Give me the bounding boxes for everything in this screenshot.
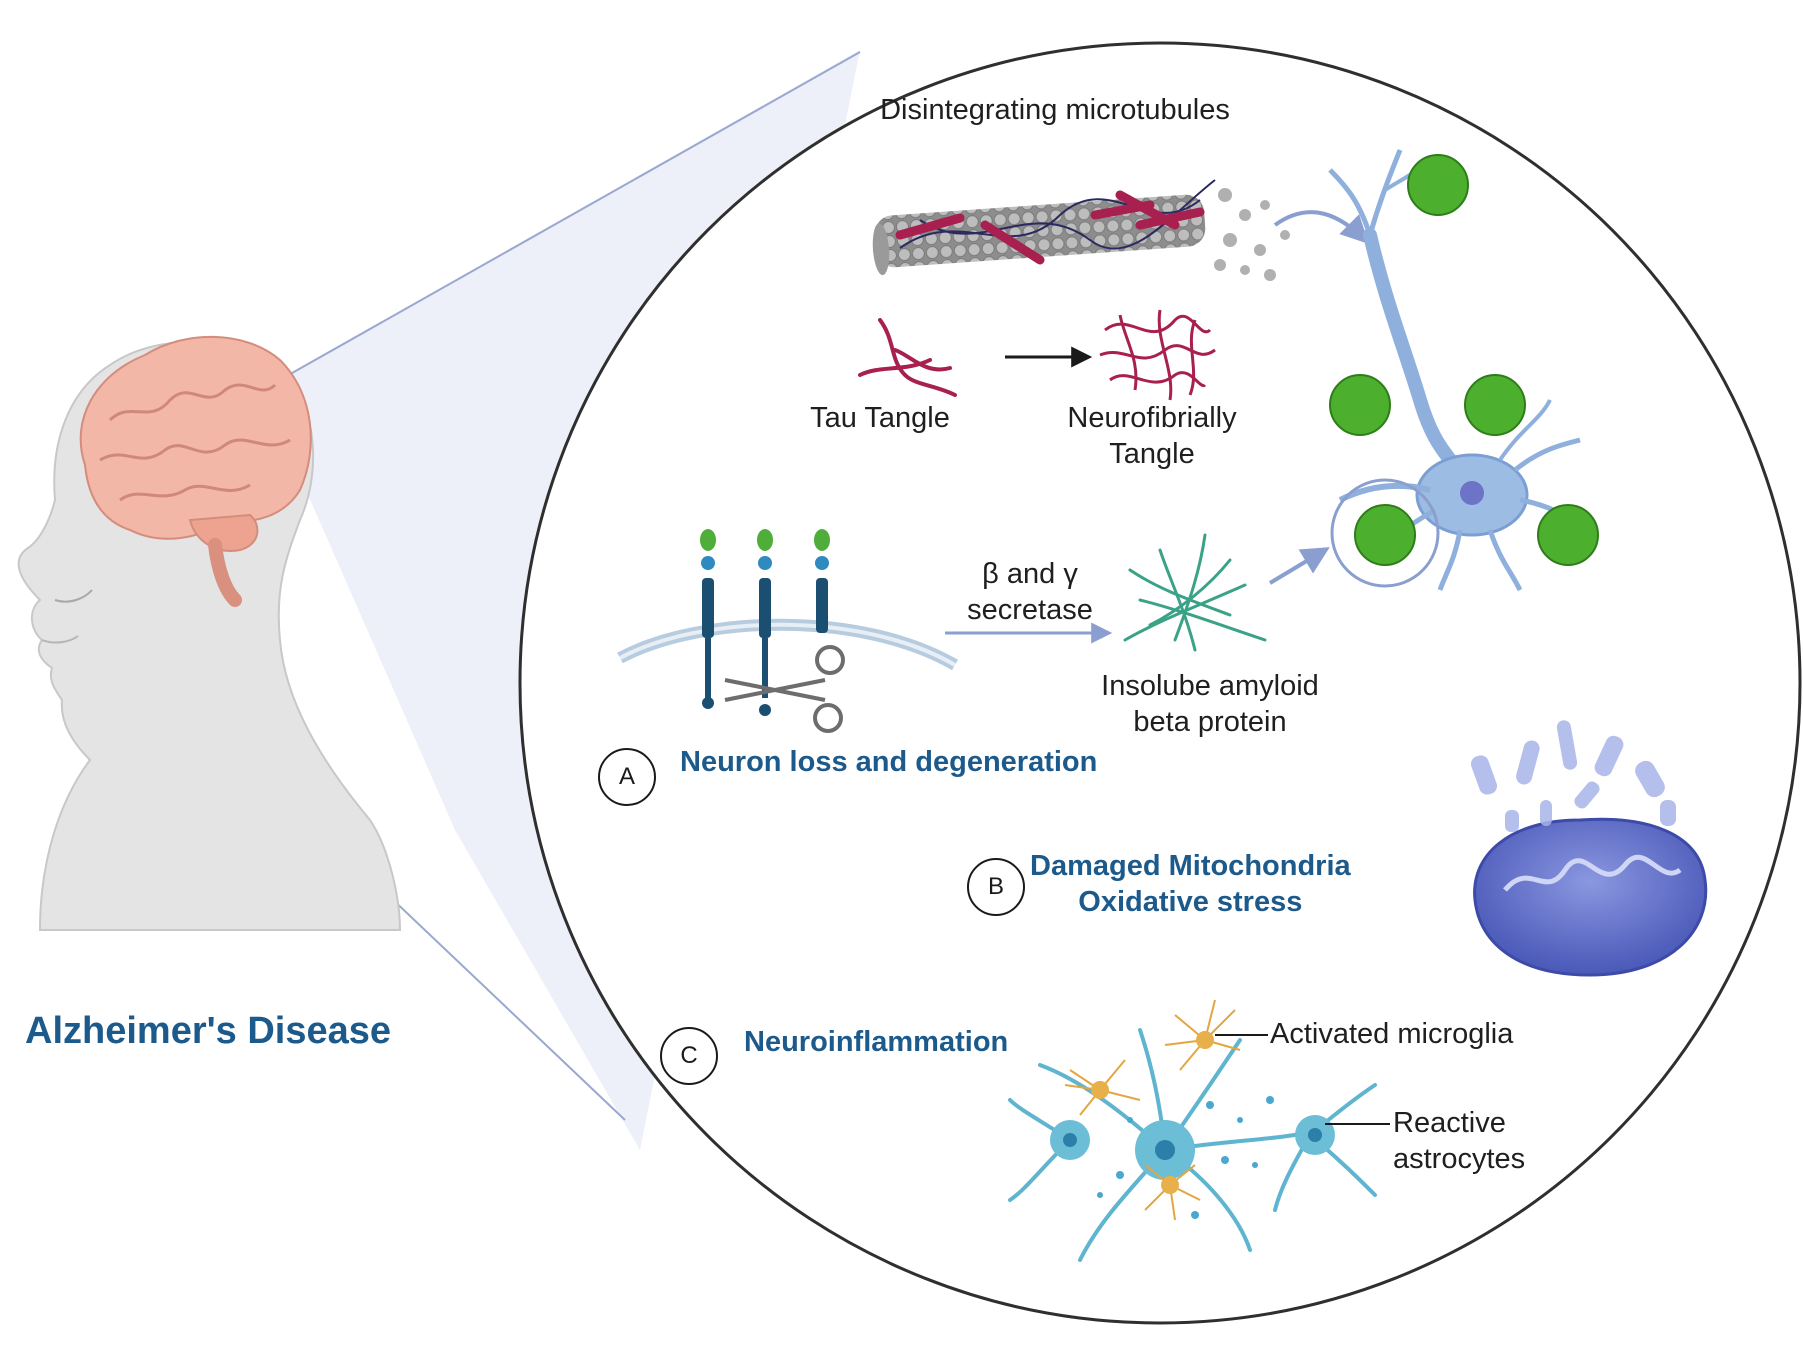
section-a-heading: Neuron loss and degeneration bbox=[680, 746, 1098, 778]
scissors-icon bbox=[724, 645, 845, 733]
section-b-heading: Damaged Mitochondria Oxidative stress bbox=[1030, 850, 1351, 918]
badge-c: C bbox=[660, 1027, 718, 1085]
arrow-to-neuron bbox=[1268, 547, 1330, 585]
page-title: Alzheimer's Disease bbox=[25, 1010, 392, 1052]
badge-b: B bbox=[967, 858, 1025, 916]
neurofibrillary-tangle-icon bbox=[1099, 309, 1216, 401]
tubulin-fragments bbox=[1214, 188, 1290, 281]
astrocytes-label: Reactive astrocytes bbox=[1393, 1107, 1526, 1175]
brain-illustration bbox=[79, 335, 312, 607]
cytokine-dots bbox=[1097, 1096, 1274, 1219]
microglia bbox=[1064, 999, 1241, 1221]
microglia-bodies bbox=[1091, 1031, 1214, 1194]
section-c-heading: Neuroinflammation bbox=[744, 1026, 1009, 1058]
neurofibrillary-tangle-label: Neurofibrially Tangle bbox=[1067, 402, 1237, 470]
secretase-label: β and γ secretase bbox=[967, 558, 1093, 626]
astrocyte-bodies bbox=[1050, 1115, 1335, 1180]
microtubule-label: Disintegrating microtubules bbox=[880, 94, 1230, 126]
membrane-app-proteins bbox=[617, 529, 959, 716]
microglia-label: Activated microglia bbox=[1270, 1018, 1514, 1050]
mitochondria-illustration bbox=[1470, 720, 1708, 977]
zoom-circle bbox=[518, 41, 1802, 1325]
amyloid-label: Insolube amyloid beta protein bbox=[1101, 670, 1319, 738]
arrow-to-neuron-top bbox=[1273, 210, 1369, 244]
tau-tangle-label: Tau Tangle bbox=[810, 402, 950, 434]
zoom-line-top bbox=[261, 51, 861, 391]
tau-tangle-icon bbox=[858, 318, 957, 397]
amyloid-plaques bbox=[1329, 154, 1599, 566]
badge-a: A bbox=[598, 748, 656, 806]
tau-on-microtubule bbox=[895, 190, 1205, 265]
amyloid-fibrils-icon bbox=[1123, 533, 1267, 652]
